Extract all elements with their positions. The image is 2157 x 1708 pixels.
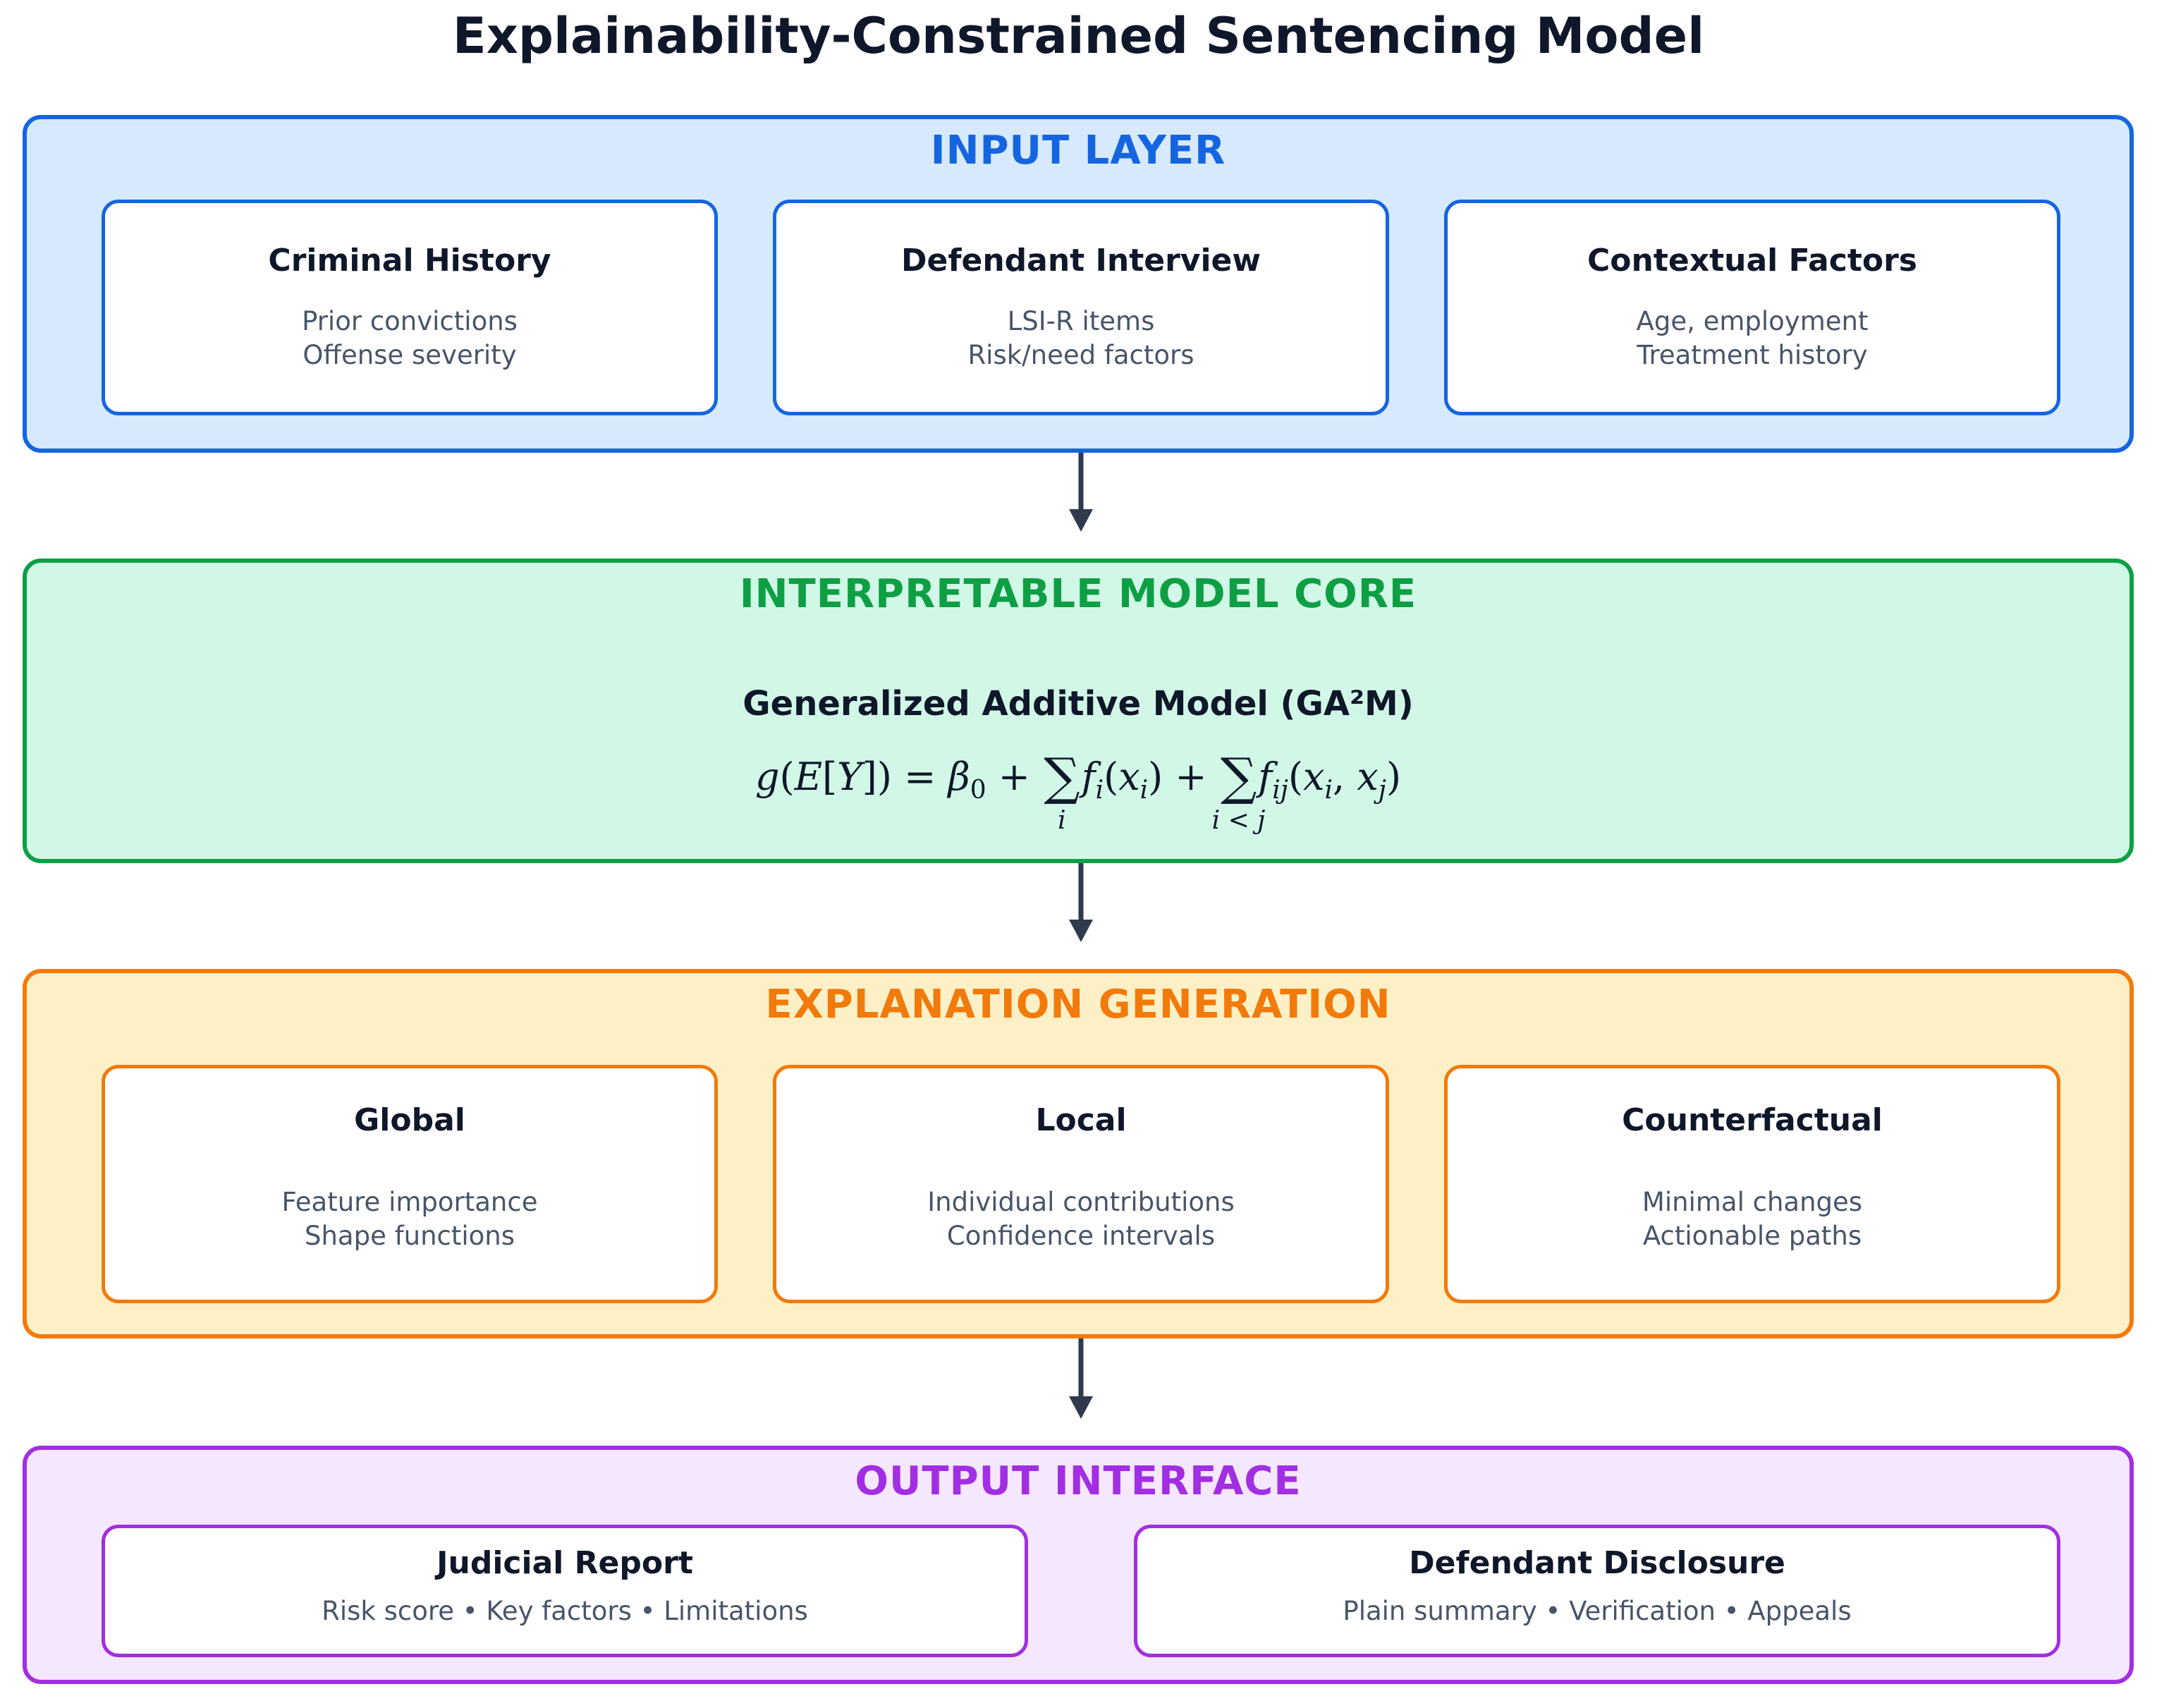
output-layer-title: OUTPUT INTERFACE xyxy=(855,1458,1302,1504)
card-line: LSI-R items xyxy=(1007,306,1155,336)
card-title: Criminal History xyxy=(268,243,551,279)
defendant-interview-card: Defendant Interview LSI-R items Risk/nee… xyxy=(773,200,1389,415)
judicial-report-card: Judicial Report Risk score • Key factors… xyxy=(102,1525,1028,1657)
card-line: Actionable paths xyxy=(1642,1221,1862,1251)
counterfactual-card: Counterfactual Minimal changes Actionabl… xyxy=(1444,1065,2060,1303)
input-layer-title: INPUT LAYER xyxy=(930,128,1226,173)
card-line: Offense severity xyxy=(303,340,517,370)
arrow-down-icon xyxy=(1069,453,1093,532)
input-layer: INPUT LAYER Criminal History Prior convi… xyxy=(23,115,2134,453)
card-line: Treatment history xyxy=(1637,340,1868,370)
explanation-layer-title: EXPLANATION GENERATION xyxy=(765,982,1391,1027)
model-core-title: INTERPRETABLE MODEL CORE xyxy=(739,571,1417,617)
defendant-disclosure-card: Defendant Disclosure Plain summary • Ver… xyxy=(1134,1525,2060,1657)
local-card: Local Individual contributions Confidenc… xyxy=(773,1065,1389,1303)
card-title: Judicial Report xyxy=(436,1545,693,1581)
model-core-layer: INTERPRETABLE MODEL CORE Generalized Add… xyxy=(23,559,2134,863)
card-title: Defendant Interview xyxy=(900,243,1261,279)
diagram-title: Explainability-Constrained Sentencing Mo… xyxy=(452,7,1705,65)
card-title: Local xyxy=(1035,1102,1127,1138)
card-line: Risk/need factors xyxy=(967,340,1194,370)
card-line: Individual contributions xyxy=(927,1187,1235,1217)
global-card: Global Feature importance Shape function… xyxy=(102,1065,718,1303)
card-title: Counterfactual xyxy=(1622,1102,1883,1138)
card-line: Confidence intervals xyxy=(946,1221,1216,1251)
card-line: Feature importance xyxy=(281,1187,538,1217)
model-subtitle: Generalized Additive Model (GA²M) xyxy=(743,684,1414,724)
card-title: Defendant Disclosure xyxy=(1409,1545,1785,1581)
card-line: Plain summary • Verification • Appeals xyxy=(1343,1596,1852,1626)
criminal-history-card: Criminal History Prior convictions Offen… xyxy=(102,200,718,415)
card-line: Minimal changes xyxy=(1642,1187,1863,1217)
card-line: Risk score • Key factors • Limitations xyxy=(322,1596,808,1626)
arrow-down-icon xyxy=(1069,1338,1093,1419)
card-line: Age, employment xyxy=(1636,306,1869,336)
arrow-down-icon xyxy=(1069,863,1093,942)
contextual-factors-card: Contextual Factors Age, employment Treat… xyxy=(1444,200,2060,415)
card-title: Global xyxy=(354,1102,465,1138)
card-line: Prior convictions xyxy=(302,306,518,336)
card-title: Contextual Factors xyxy=(1587,243,1917,279)
card-line: Shape functions xyxy=(304,1221,515,1251)
output-layer: OUTPUT INTERFACE Judicial Report Risk sc… xyxy=(23,1446,2134,1684)
explanation-layer: EXPLANATION GENERATION Global Feature im… xyxy=(23,969,2134,1338)
